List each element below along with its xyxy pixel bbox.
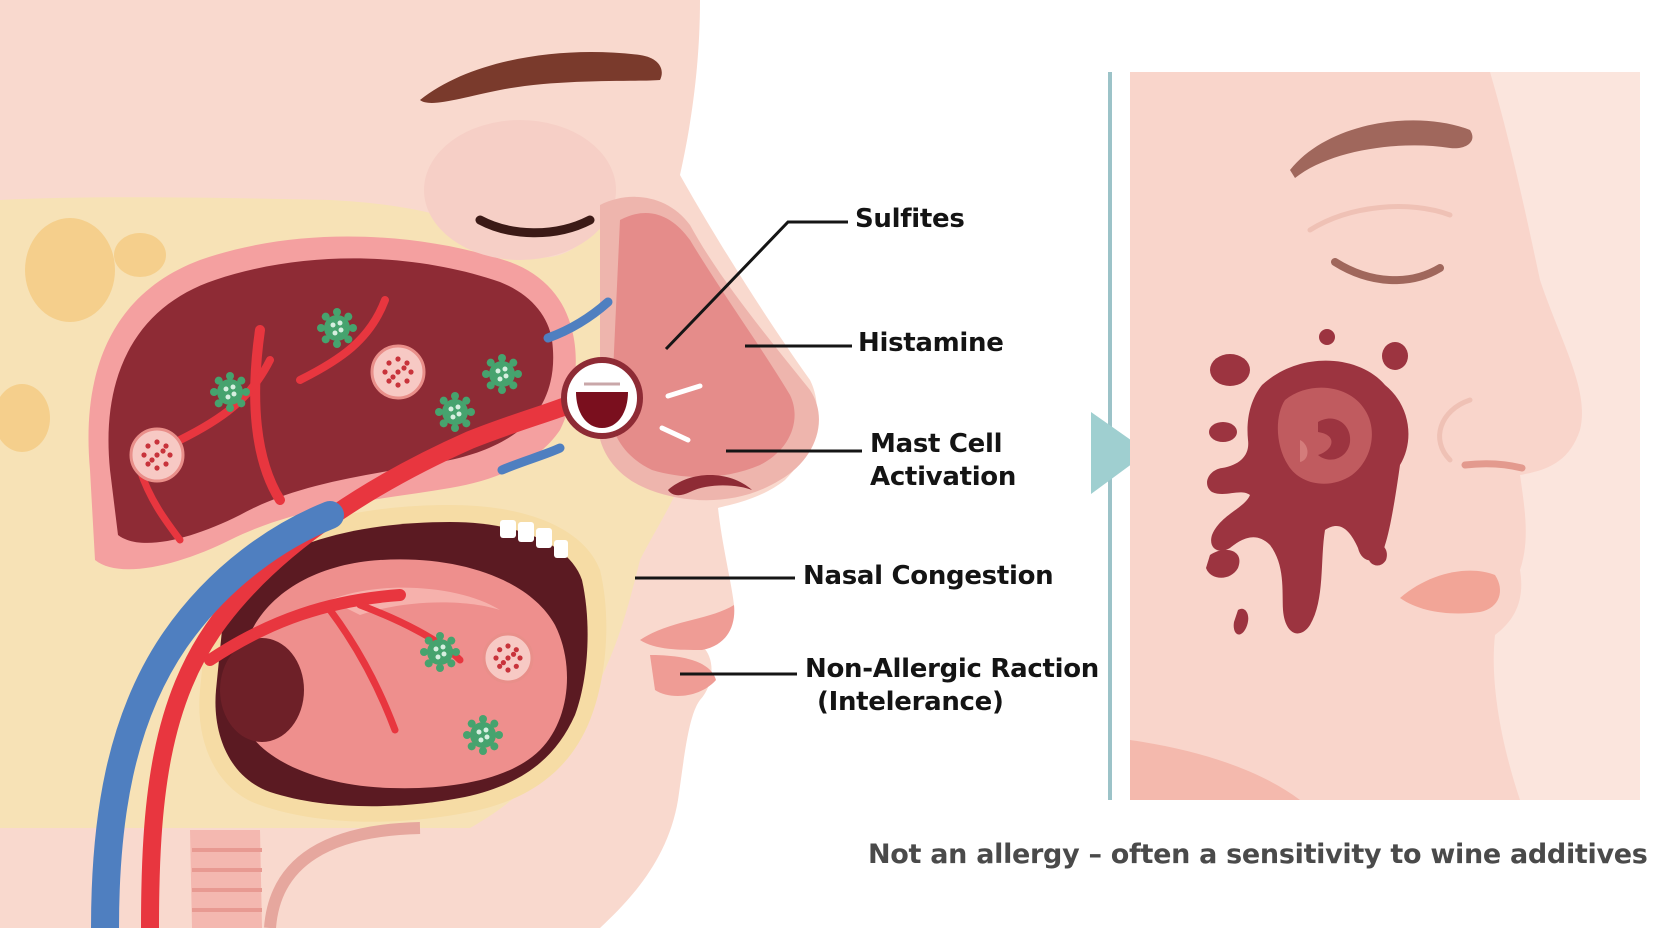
upper-teeth: [500, 520, 568, 558]
mast-cell-icon: [370, 344, 426, 400]
throat-outline: [264, 822, 421, 929]
face-silhouette-right: [1490, 72, 1582, 800]
nostril: [668, 475, 752, 496]
virus-particle-icon: [317, 308, 357, 348]
eyebrow: [420, 52, 662, 103]
allergen-particles: [210, 308, 522, 755]
vein-branch: [497, 443, 565, 475]
rash-blotch: [1206, 329, 1409, 635]
nostril-right: [1461, 460, 1526, 472]
lips-right: [1400, 570, 1500, 614]
closed-eye: [475, 215, 595, 238]
bone-pocket: [0, 384, 50, 452]
nasal-cavity: [108, 258, 554, 543]
vein-branch: [543, 297, 613, 343]
arrow-right-icon: [1091, 412, 1148, 494]
sparkle-lines: [659, 383, 703, 443]
label-non-allergic-line2: (Intelerance): [817, 687, 1004, 717]
virus-particle-icon: [435, 392, 475, 432]
nose-interior: [610, 212, 795, 477]
bone-pocket: [25, 218, 115, 322]
virus-particle-icon: [482, 354, 522, 394]
chin-shadow: [1130, 740, 1300, 800]
label-mast-cell-activation: Mast Cell Activation: [870, 428, 1016, 494]
label-sulfites-text: Sulfites: [855, 204, 965, 234]
nose-outline-right: [1437, 397, 1473, 463]
vein: [91, 501, 344, 932]
head-cross-section: [0, 0, 819, 932]
label-mast-cell-line2: Activation: [870, 462, 1017, 492]
leader-lines: [635, 220, 862, 676]
mast-cells: [129, 344, 534, 684]
upper-lip: [640, 605, 735, 650]
bone-pocket: [114, 233, 166, 277]
wine-glass-icon: [561, 357, 643, 439]
virus-particle-icon: [420, 632, 460, 672]
label-non-allergic-reaction: Non-Allergic Raction (Intelerance): [805, 653, 1099, 719]
virus-particle-icon: [210, 372, 250, 412]
eye-socket: [424, 120, 616, 260]
caption: Not an allergy – often a sensitivity to …: [868, 839, 1648, 870]
label-sulfites: Sulfites: [855, 203, 965, 236]
label-non-allergic-line1: Non-Allergic Raction: [805, 654, 1100, 684]
label-mast-cell-line1: Mast Cell: [870, 429, 1003, 459]
trachea: [190, 830, 262, 928]
label-nasal-congestion: Nasal Congestion: [803, 560, 1054, 593]
closed-eye-right: [1331, 258, 1444, 285]
mast-cell-icon: [482, 632, 534, 684]
eyebrow-right: [1290, 120, 1473, 178]
trachea-rings: [192, 848, 262, 912]
pharynx-opening: [220, 638, 304, 742]
label-histamine-text: Histamine: [858, 328, 1004, 358]
label-nasal-congestion-text: Nasal Congestion: [803, 561, 1054, 591]
eyelid-crease: [1307, 204, 1453, 233]
leader-sulfites: [664, 220, 848, 351]
mast-cell-icon: [129, 427, 185, 483]
virus-particle-icon: [463, 715, 503, 755]
label-histamine: Histamine: [858, 327, 1004, 360]
rash-face-panel: [1091, 72, 1640, 800]
